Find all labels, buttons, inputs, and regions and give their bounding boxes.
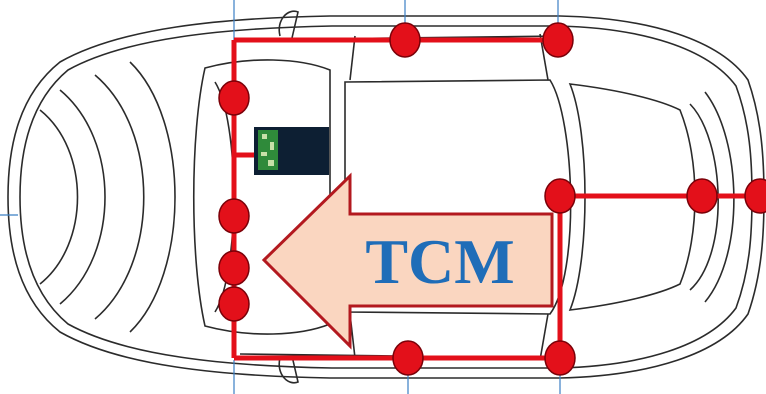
tcm-label: TCM	[365, 226, 514, 297]
connector-nodes	[218, 22, 766, 376]
connector-node-icon	[389, 22, 421, 58]
connector-node-icon	[218, 198, 250, 234]
connector-node-icon	[218, 250, 250, 286]
connector-node-icon	[392, 340, 424, 376]
left-arrow-icon	[261, 172, 554, 350]
connector-node-icon	[218, 286, 250, 322]
connector-node-icon	[544, 178, 576, 214]
circuit-board-icon	[254, 127, 329, 175]
connector-node-icon	[686, 178, 718, 214]
connector-node-icon	[744, 178, 766, 214]
connector-node-icon	[218, 80, 250, 116]
connector-node-icon	[544, 340, 576, 376]
leader-lines	[0, 0, 561, 394]
connector-node-icon	[542, 22, 574, 58]
